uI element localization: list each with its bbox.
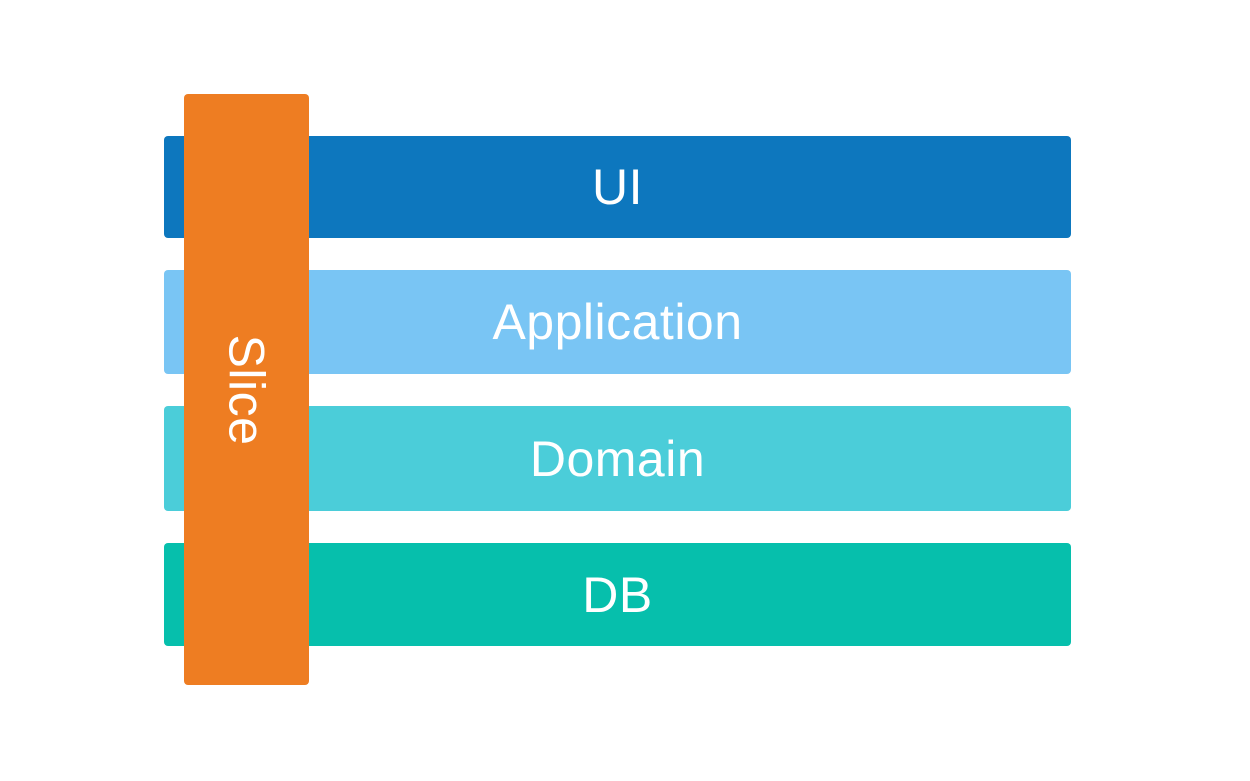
layer-bar-domain[interactable]: Domain (164, 406, 1071, 511)
layer-label-ui: UI (592, 159, 643, 215)
layer-label-domain: Domain (529, 430, 706, 487)
layer-bar-ui[interactable]: UI (164, 136, 1071, 238)
layer-label-db: DB (582, 566, 653, 623)
layer-bar-db[interactable]: DB (164, 543, 1071, 646)
layer-label-application: Application (492, 294, 743, 350)
slice-band[interactable]: Slice (184, 94, 309, 685)
slice-label: Slice (218, 334, 275, 445)
layer-bar-application[interactable]: Application (164, 270, 1071, 374)
